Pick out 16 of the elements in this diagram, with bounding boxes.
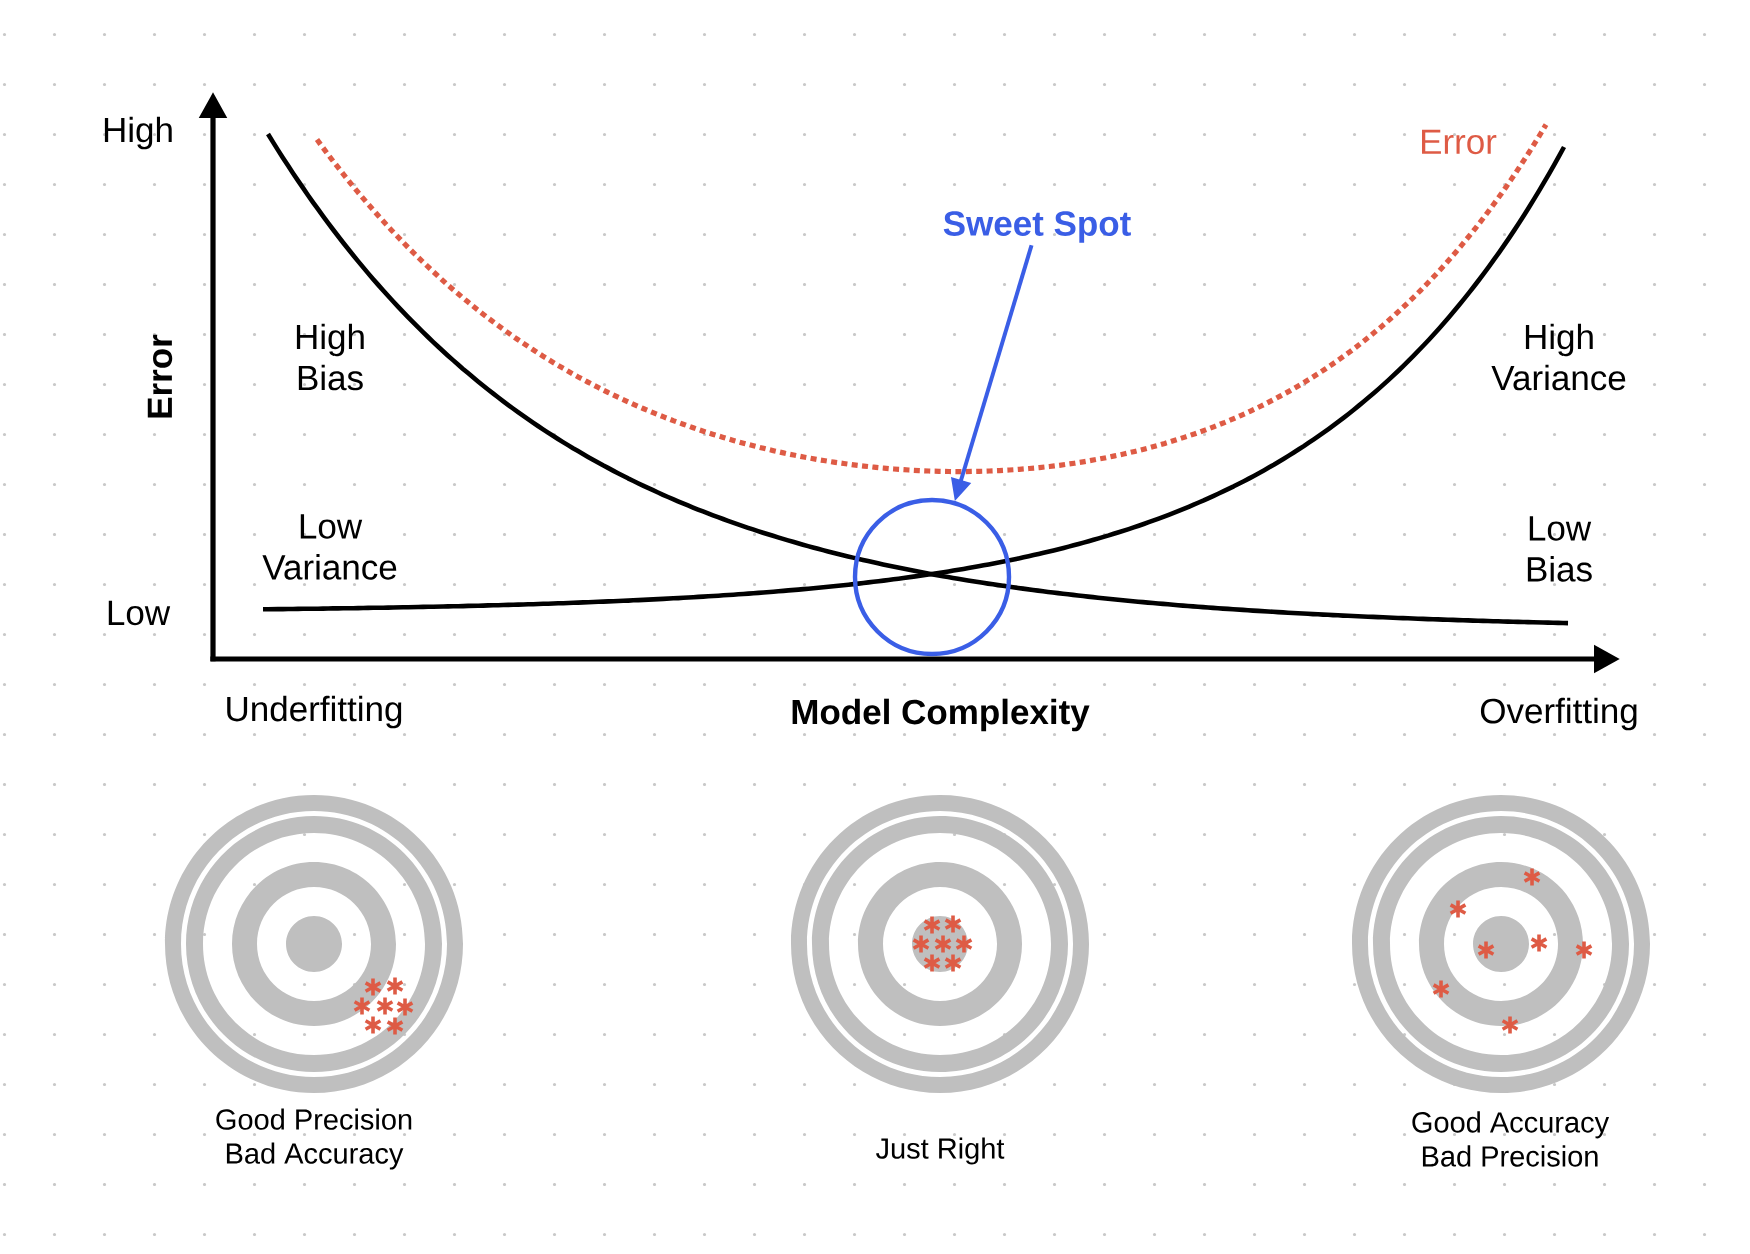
region-label: High Bias: [296, 323, 364, 391]
target-caption: Good Precision Bad Accuracy: [216, 1108, 412, 1170]
region-label: Low Bias: [1527, 516, 1592, 582]
axis-title: Error: [147, 334, 173, 418]
axis-end-label: Underfitting: [227, 695, 402, 729]
axis-label: Low: [108, 600, 171, 626]
target-caption: Good Accuracy Bad Precision: [1412, 1111, 1610, 1167]
target-caption: Just Right: [876, 1137, 1005, 1165]
axis-end-label: Overfitting: [1480, 697, 1637, 731]
region-label: Low Variance: [262, 514, 397, 580]
axis-label: High: [104, 116, 172, 150]
curve-label: Error: [1422, 129, 1497, 155]
highlight-circle: [852, 497, 1012, 657]
region-label: High Variance: [1491, 323, 1626, 391]
axis-title: Model Complexity: [792, 698, 1090, 732]
callout-label: Sweet Spot: [943, 211, 1131, 243]
